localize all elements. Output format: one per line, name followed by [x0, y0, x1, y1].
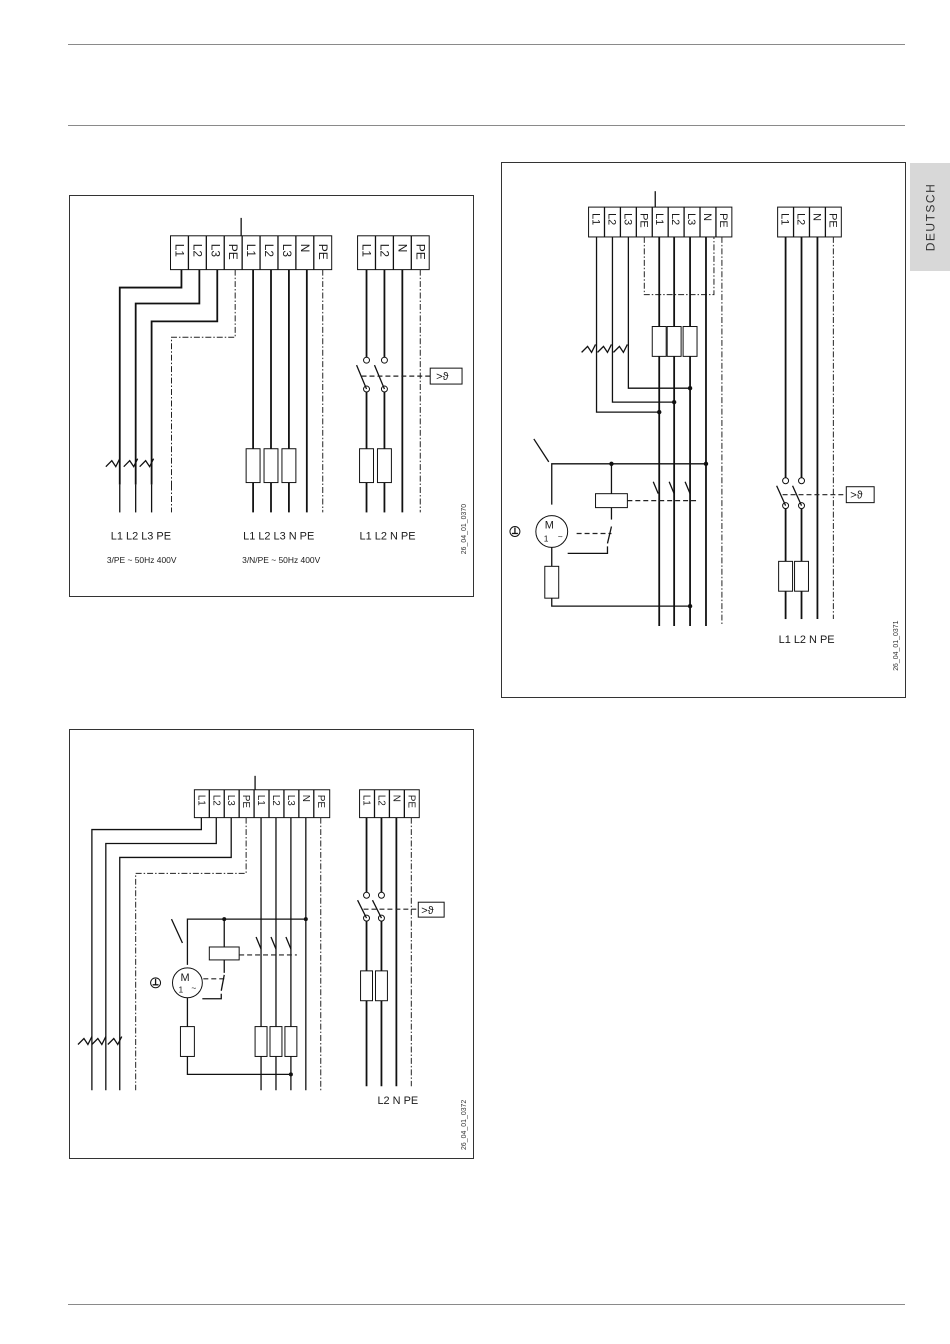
switch-symbol	[78, 1037, 122, 1045]
terminal-label: L2	[605, 213, 617, 225]
terminal-label: L1	[590, 213, 602, 225]
fuse	[255, 1027, 267, 1057]
terminal-label: L3	[685, 213, 697, 225]
supply-wires-3pe	[120, 270, 235, 513]
terminal-label: PE	[316, 244, 330, 260]
motor-label: M	[545, 520, 554, 532]
fuse	[667, 327, 681, 357]
terminal-label: N	[298, 244, 312, 253]
fuse	[779, 561, 793, 591]
fuse	[246, 449, 260, 483]
motor-circuit: M ~ 1	[510, 439, 708, 608]
terminal-label: PE	[637, 213, 649, 228]
supply-spec: 3/N/PE ~ 50Hz 400V	[242, 555, 320, 565]
fuse	[264, 449, 278, 483]
bottom-terminal-labels: L1 L2 L3 N PE	[243, 530, 314, 542]
terminal-label: L3	[285, 795, 296, 807]
motor-phase-glyph: 1	[544, 533, 549, 543]
terminal-label: L1	[244, 244, 258, 258]
wiring-diagram-b: L1 L2 L3 PE L1 L2 L3 N PE L1 L2 N PE	[501, 162, 906, 698]
thermostat-wires	[358, 818, 419, 1087]
terminal-label: L2	[262, 244, 276, 258]
terminal-label: PE	[315, 795, 326, 809]
fuse	[375, 971, 387, 1001]
terminal-label: L1	[195, 795, 206, 807]
fuse	[683, 327, 697, 357]
terminal-label: N	[390, 795, 401, 802]
bottom-terminal-labels: L1 L2 N PE	[360, 530, 416, 542]
terminal-label: L1	[360, 244, 374, 258]
terminal-label: L2	[270, 795, 281, 807]
terminal-label: N	[810, 213, 822, 221]
motor-ac-glyph: ~	[558, 531, 563, 541]
bottom-terminal-labels: L1 L2 L3 PE	[111, 530, 171, 542]
wiring-diagram-a: L1 L2 L3 PE L1 L2 L3 N PE L1 L2 N PE	[69, 195, 474, 597]
fuse	[361, 971, 373, 1001]
switch-symbol	[106, 459, 154, 467]
fuse	[285, 1027, 297, 1057]
language-tab[interactable]: DEUTSCH	[910, 163, 950, 271]
header-rule-bottom	[68, 125, 905, 126]
terminal-label: L3	[225, 795, 236, 807]
terminal-label: N	[701, 213, 713, 221]
terminal-label: L2	[669, 213, 681, 225]
motor-phase-glyph: 1	[178, 985, 183, 995]
wiring-diagram-c-svg: L1 L2 L3 PE L1 L2 L3 N PE L1 L2 N PE	[70, 730, 473, 1158]
thermostat-label: >ϑ	[436, 371, 448, 383]
terminal-label: L2	[375, 795, 386, 807]
terminal-label: L1	[653, 213, 665, 225]
terminal-label: L1	[361, 795, 372, 807]
fuse	[282, 449, 296, 483]
terminal-label: L1	[172, 244, 186, 258]
motor-ac-glyph: ~	[191, 983, 196, 993]
image-code: 26_04_01_0371	[893, 620, 900, 670]
fuse	[360, 449, 374, 483]
switch-symbol	[582, 344, 628, 352]
thermostat-label: >ϑ	[421, 905, 433, 917]
fuse	[545, 566, 559, 598]
motor-label: M	[180, 972, 189, 984]
fuse	[795, 561, 809, 591]
footer-rule	[68, 1304, 905, 1305]
bottom-terminal-labels: L1 L2 N PE	[779, 634, 835, 646]
language-tab-label: DEUTSCH	[923, 183, 937, 252]
terminal-label: N	[395, 244, 409, 253]
terminal-label: PE	[826, 213, 838, 228]
wiring-diagram-b-svg: L1 L2 L3 PE L1 L2 L3 N PE L1 L2 N PE	[502, 163, 905, 697]
wiring-diagram-c: L1 L2 L3 PE L1 L2 L3 N PE L1 L2 N PE	[69, 729, 474, 1159]
thermostat-label: >ϑ	[850, 490, 862, 502]
terminal-label: L3	[208, 244, 222, 258]
terminal-label: PE	[717, 213, 729, 228]
wiring-diagram-a-svg: L1 L2 L3 PE L1 L2 L3 N PE L1 L2 N PE	[70, 196, 473, 596]
relay-coil	[596, 494, 628, 508]
header-rule-top	[68, 44, 905, 45]
terminal-label: L3	[280, 244, 294, 258]
fuse	[377, 449, 391, 483]
terminal-label: PE	[413, 244, 427, 260]
image-code: 26_04_01_0372	[461, 1100, 468, 1150]
terminal-label: L3	[621, 213, 633, 225]
terminal-label: PE	[240, 795, 251, 809]
motor-circuit: M ~ 1	[151, 917, 308, 1076]
bottom-terminal-labels: L2 N PE	[377, 1095, 418, 1107]
terminal-label: L2	[795, 213, 807, 225]
supply-spec: 3/PE ~ 50Hz 400V	[107, 555, 177, 565]
terminal-label: L2	[190, 244, 204, 258]
terminal-label: L2	[210, 795, 221, 807]
fuse	[652, 327, 666, 357]
fuse	[270, 1027, 282, 1057]
terminal-label: L2	[377, 244, 391, 258]
terminal-label: PE	[405, 795, 416, 809]
relay-coil	[209, 947, 239, 960]
fuse	[180, 1027, 194, 1057]
supply-wires	[597, 237, 722, 626]
terminal-label: L1	[255, 795, 266, 807]
terminal-label: PE	[226, 244, 240, 260]
terminal-label: N	[300, 795, 311, 802]
terminal-label: L1	[779, 213, 791, 225]
image-code: 26_04_01_0370	[461, 504, 468, 554]
